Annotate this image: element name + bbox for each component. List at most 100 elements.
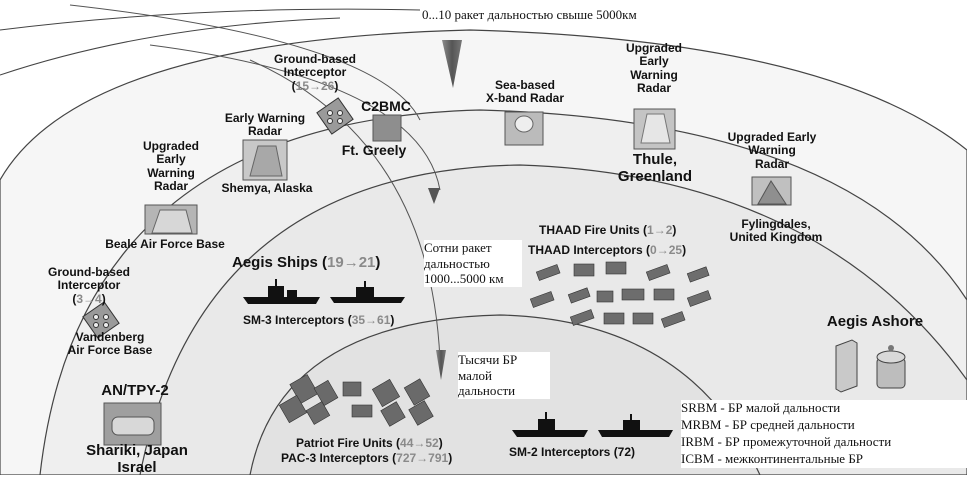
gbi-greely-to: 26 xyxy=(321,78,335,93)
shariki-label: Shariki, Japan Israel xyxy=(72,442,202,477)
shemya-radar-face-icon xyxy=(249,145,283,177)
thaad-interceptors-label: THAAD Interceptors (0→25) xyxy=(528,243,728,257)
thule-radar-line4: Radar xyxy=(636,81,671,96)
fylingdales-label: Fylingdales, United Kingdom xyxy=(716,217,836,245)
patriot-text: Patriot Fire Units ( xyxy=(296,436,401,450)
beale-radar-line3: Warning xyxy=(147,165,195,180)
fylingdales-radar-line3: Radar xyxy=(754,156,789,171)
ft-greely-label: Ft. Greely xyxy=(341,142,407,158)
beale-radar-line4: Radar xyxy=(153,179,188,194)
mrbm-trajectory xyxy=(149,44,441,191)
gbi-vandenberg-label: Ground-based Interceptor (3→4) xyxy=(42,265,136,306)
thaad-interceptors-close: ) xyxy=(682,243,687,257)
icbm-warhead-icon xyxy=(442,40,462,88)
srbm-note: Тысячи БР малой дальности xyxy=(458,352,550,399)
gbi-vandenberg-close: ) xyxy=(101,291,106,306)
sm3-close: ) xyxy=(390,313,395,327)
gbi-vandenberg-line1: Ground-based xyxy=(47,265,130,279)
gbi-vandenberg-open: ( xyxy=(72,291,77,306)
sbx-line2: X-band Radar xyxy=(485,91,564,106)
sm2-ship-icon-1 xyxy=(512,412,588,437)
patriot-to: 52 xyxy=(425,436,439,450)
thule-label: Thule, Greenland xyxy=(605,151,705,186)
beale-radar-label: Upgraded Early Warning Radar xyxy=(132,139,210,194)
sm3-to: 61 xyxy=(377,313,391,327)
outer-trajectory-arc-2 xyxy=(0,17,341,76)
sbx-label: Sea-based X-band Radar xyxy=(480,78,570,106)
icbm-note: 0...10 ракет дальностью свыше 5000км xyxy=(422,7,637,22)
aegis-ships-from: 19 xyxy=(327,254,344,271)
aegis-ships-text: Aegis Ships ( xyxy=(232,254,328,271)
srbm-warhead-icon xyxy=(436,350,446,380)
fylingdales-line2: United Kingdom xyxy=(729,230,823,245)
shariki-line2: Israel xyxy=(117,458,157,476)
pac3-arrow: → xyxy=(416,451,429,465)
gbi-vandenberg-to: 4 xyxy=(95,291,102,306)
sm3-text: SM-3 Interceptors ( xyxy=(243,313,352,327)
aegis-ships-close: ) xyxy=(375,254,381,271)
thule-radar-face-icon xyxy=(640,113,671,144)
sm2-label: SM-2 Interceptors (72) xyxy=(509,445,636,459)
thule-line2: Greenland xyxy=(617,167,693,185)
patriot-units-icon xyxy=(278,374,434,427)
thaad-interceptors-from: 0 xyxy=(650,243,657,257)
thaad-interceptors-text: THAAD Interceptors ( xyxy=(528,243,651,257)
gbi-greely-open: ( xyxy=(291,78,296,93)
gbi-greely-close: ) xyxy=(334,78,339,93)
legend-mrbm: MRBM - БР средней дальности xyxy=(681,416,855,432)
thaad-units-to: 2 xyxy=(665,223,673,237)
thaad-interceptors-to: 25 xyxy=(668,243,683,257)
gbi-vandenberg-count: (3→4) xyxy=(42,291,136,306)
legend: SRBM - БР малой дальности MRBM - БР сред… xyxy=(681,400,967,468)
icbm-trajectory xyxy=(69,4,421,121)
gbi-vandenberg-line2: Interceptor xyxy=(57,278,121,293)
irbm-trajectory xyxy=(249,59,441,361)
shemya-label: Shemya, Alaska xyxy=(221,181,313,195)
aegis-ships-to: 21 xyxy=(358,254,376,271)
c2bmc-label: C2BMC xyxy=(361,98,411,114)
thule-radar-line3: Warning xyxy=(630,67,678,82)
sm3-arrow: → xyxy=(365,313,378,327)
sbx-dome-icon xyxy=(514,115,534,133)
beale-radar-line2: Early xyxy=(156,152,186,167)
fylingdales-radar-pyramid-icon xyxy=(757,180,787,205)
aegis-ships-label: Aegis Ships (19→21) xyxy=(232,254,402,272)
ewr-shemya-label: Early Warning Radar xyxy=(220,111,310,139)
thaad-units-from: 1 xyxy=(647,223,654,237)
patriot-from: 44 xyxy=(400,436,414,450)
thule-line1: Thule, xyxy=(632,151,678,168)
ewr-shemya-line1: Early Warning xyxy=(224,111,306,125)
antpy2-radar-body-icon xyxy=(111,416,155,436)
pac3-text: PAC-3 Interceptors ( xyxy=(281,451,397,465)
patriot-arrow: → xyxy=(413,436,426,450)
mrbm-note: Сотни ракет дальностью 1000...5000 км xyxy=(424,240,522,287)
outer-trajectory-arc-1 xyxy=(0,8,421,31)
thule-radar-line1: Upgraded xyxy=(625,41,682,55)
sm2-ship-icon-2 xyxy=(598,414,673,437)
thaad-units-label: THAAD Fire Units (1→2) xyxy=(539,223,729,237)
c2bmc-photo xyxy=(372,114,402,142)
mrbm-arrowhead-icon xyxy=(428,188,440,204)
patriot-close: ) xyxy=(438,436,443,450)
thaad-interceptors-arrow: → xyxy=(656,243,669,257)
vandenberg-line1: Vandenberg xyxy=(75,330,145,344)
legend-srbm: SRBM - БР малой дальности xyxy=(681,400,841,415)
thaad-units-text: THAAD Fire Units ( xyxy=(539,223,647,237)
aegis-ashore-building-icon xyxy=(835,339,906,393)
legend-irbm: IRBM - БР промежуточной дальности xyxy=(681,433,892,449)
gbi-vandenberg-from: 3 xyxy=(76,291,83,306)
thaad-units-close: ) xyxy=(672,223,677,237)
thule-radar-line2: Early xyxy=(639,54,669,69)
sm3-label: SM-3 Interceptors (35→61) xyxy=(243,313,413,327)
fylingdales-line1: Fylingdales, xyxy=(741,217,811,231)
fylingdales-radar-label: Upgraded Early Warning Radar xyxy=(716,130,828,171)
beale-label: Beale Air Force Base xyxy=(105,237,225,251)
gbi-greely-arrow: → xyxy=(309,78,321,93)
patriot-label: Patriot Fire Units (44→52) xyxy=(296,436,476,450)
aegis-ship-icon-2 xyxy=(330,281,405,303)
aegis-ashore-label: Aegis Ashore xyxy=(826,313,924,330)
beale-radar-face-icon xyxy=(151,209,193,234)
gbi-vandenberg-arrow: → xyxy=(83,291,95,306)
vandenberg-label: Vandenberg Air Force Base xyxy=(50,330,170,358)
fylingdales-radar-line2: Warning xyxy=(748,143,796,158)
